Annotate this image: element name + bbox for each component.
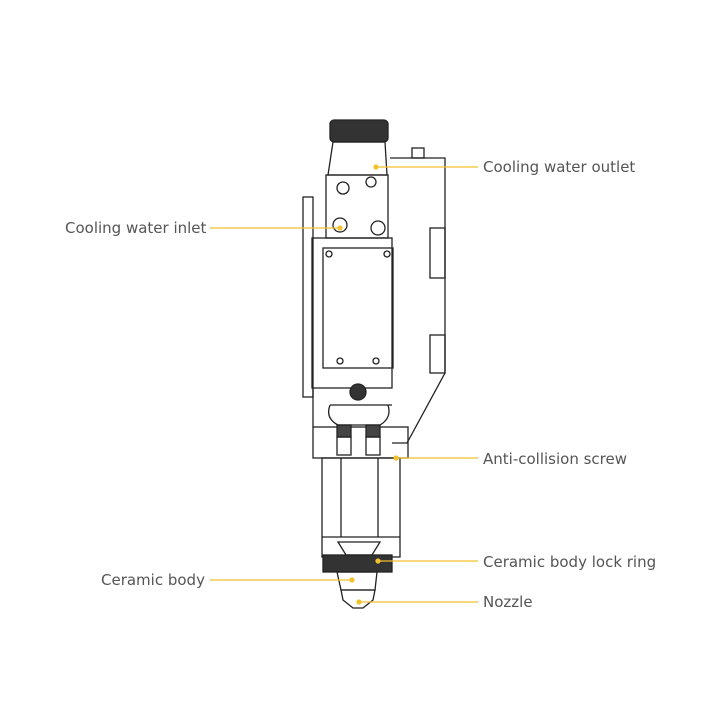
lock-ring [322, 554, 393, 573]
label-anti-collision-screw: Anti-collision screw [483, 450, 627, 468]
left-plate [302, 196, 314, 398]
right-box [390, 157, 446, 444]
label-ceramic-body: Ceramic body [101, 571, 205, 589]
label-cooling-water-outlet: Cooling water outlet [483, 158, 636, 176]
nozzle-cone [340, 589, 376, 609]
top-knob [329, 119, 389, 143]
label-nozzle: Nozzle [483, 593, 533, 611]
main-body [311, 237, 393, 389]
label-ceramic-body-lock-ring: Ceramic body lock ring [483, 553, 657, 571]
label-cooling-water-inlet: Cooling water inlet [65, 219, 207, 237]
upper-body [327, 141, 388, 176]
cover-panel [322, 247, 394, 369]
ceramic [336, 571, 378, 591]
